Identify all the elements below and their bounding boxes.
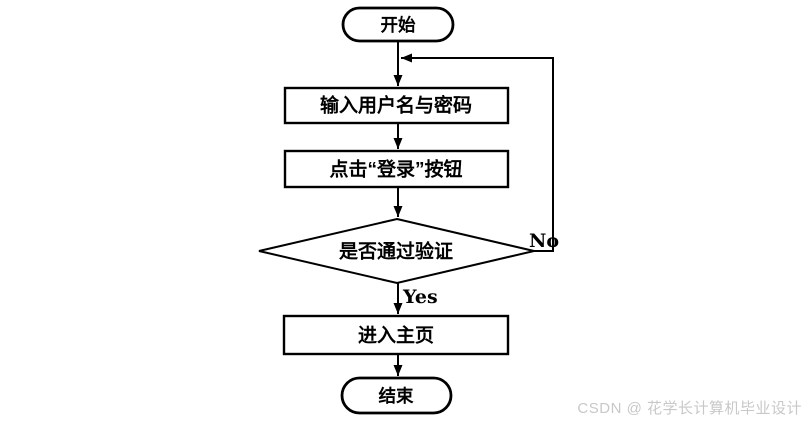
verify-decision-label: 是否通过验证 [339,240,453,263]
flow-edges: Yes No [393,41,559,376]
edge-verify-no-loop [401,53,554,252]
edge-label-yes: Yes [402,286,438,308]
verify-decision-shape [258,217,535,285]
node-verify-decision: 是否通过验证 [258,217,535,285]
input-credentials-shape [283,86,510,125]
node-input-credentials: 输入用户名与密码 [283,86,510,125]
enter-home-shape [282,314,510,356]
end-label: 结束 [379,386,414,406]
node-start: 开始 [341,6,455,43]
node-click-login: 点击“登录”按钮 [283,149,510,189]
click-login-shape [283,149,510,189]
edge-label-no: No [529,230,559,252]
input-credentials-label: 输入用户名与密码 [320,94,472,117]
end-terminator-shape [340,376,453,415]
node-enter-home: 进入主页 [282,314,510,356]
start-terminator-shape [341,6,455,43]
enter-home-label: 进入主页 [358,325,434,347]
csdn-watermark: CSDN @ 花学长计算机毕业设计 [577,400,802,417]
start-label: 开始 [381,15,416,35]
node-end: 结束 [340,376,453,415]
click-login-label: 点击“登录”按钮 [329,158,462,181]
